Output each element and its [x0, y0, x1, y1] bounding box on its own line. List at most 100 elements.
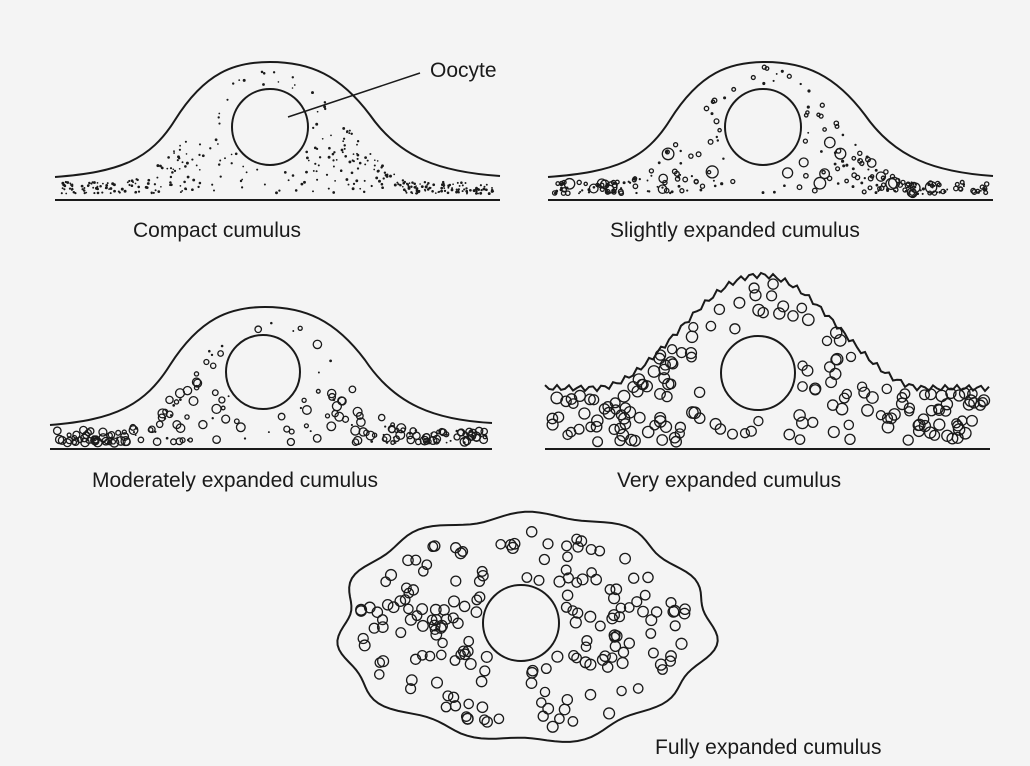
cumulus-cell [617, 686, 626, 695]
cumulus-cell [876, 184, 879, 187]
cumulus-cell [77, 438, 79, 440]
cumulus-cell [373, 169, 375, 171]
cumulus-cell [687, 407, 698, 418]
cumulus-cell [324, 101, 326, 103]
cumulus-cell [155, 189, 157, 191]
cumulus-cell [179, 149, 181, 151]
cumulus-cell [403, 555, 413, 565]
cumulus-cell [316, 148, 318, 150]
cumulus-cell [875, 191, 878, 194]
cumulus-cell [343, 138, 345, 140]
cumulus-cell [154, 183, 156, 185]
cumulus-cell [218, 351, 224, 357]
cumulus-cell [526, 678, 536, 688]
cumulus-cell [762, 191, 765, 194]
cumulus-cell [862, 190, 866, 194]
cumulus-cell [211, 363, 216, 368]
cumulus-cell [768, 279, 778, 289]
cumulus-cell [482, 717, 492, 727]
cumulus-cell [209, 147, 211, 149]
cumulus-cell [831, 355, 841, 365]
cumulus-cell [122, 430, 126, 434]
cumulus-cell [270, 322, 273, 325]
cumulus-cell [179, 145, 181, 147]
cumulus-cell [938, 191, 941, 194]
cumulus-cell [854, 144, 856, 146]
cumulus-cell [574, 424, 584, 434]
cumulus-cell [62, 187, 64, 189]
cumulus-cell [308, 160, 310, 162]
cumulus-cell [185, 415, 189, 419]
cumulus-cell [355, 179, 358, 182]
cumulus-cell [357, 167, 359, 169]
cumulus-cell [424, 189, 426, 191]
cumulus-cell [800, 83, 802, 85]
cumulus-cell [399, 184, 402, 187]
cumulus-cell [441, 183, 444, 186]
cumulus-cell [432, 677, 443, 688]
cumulus-cell [185, 141, 187, 143]
cumulus-cell [413, 183, 416, 186]
cumulus-cell [348, 184, 350, 186]
cumulus-cell [435, 192, 437, 194]
cumulus-cell [348, 160, 351, 163]
cumulus-cell [323, 105, 326, 108]
cumulus-cell [676, 638, 687, 649]
cumulus-cell [689, 323, 698, 332]
cumulus-cell [171, 171, 174, 174]
cumulus-cell [184, 165, 187, 168]
cumulus-cell [562, 590, 572, 600]
cumulus-cell [413, 432, 420, 439]
cumulus-cell [99, 428, 107, 436]
cumulus-cell [620, 553, 630, 563]
cumulus-cell [310, 430, 312, 432]
cumulus-cell [936, 390, 947, 401]
cumulus-cell [231, 154, 233, 156]
cumulus-cell [901, 180, 905, 184]
cumulus-cell [313, 435, 321, 443]
cumulus-cell [894, 190, 896, 192]
cumulus-cell [174, 170, 176, 172]
cumulus-cell [846, 352, 855, 361]
cumulus-cell [581, 189, 583, 191]
cumulus-cell [410, 185, 412, 187]
cumulus-cell [357, 158, 359, 160]
cumulus-cell [356, 144, 358, 146]
cumulus-cell [430, 433, 432, 435]
cumulus-cell [491, 187, 493, 189]
cumulus-cell [734, 297, 745, 308]
cumulus-cell [349, 386, 356, 393]
cumulus-cell [749, 283, 759, 293]
cumulus-cell [465, 182, 467, 184]
cumulus-cell [314, 163, 316, 165]
cumulus-cell [342, 151, 344, 153]
cumulus-cell [788, 311, 798, 321]
cumulus-cell [348, 132, 350, 134]
cumulus-cell [783, 184, 786, 187]
cumulus-cell [424, 181, 426, 183]
cumulus-cell [463, 188, 465, 190]
cumulus-cell [579, 408, 590, 419]
cumulus-cell [137, 179, 139, 181]
cumulus-cell [695, 387, 705, 397]
cumulus-cell [231, 162, 233, 164]
cumulus-cell [834, 163, 837, 166]
cumulus-cell [417, 604, 428, 615]
cumulus-cell [273, 71, 275, 73]
cumulus-cell [634, 412, 645, 423]
cumulus-cell [537, 698, 546, 707]
cumulus-cell [301, 183, 304, 186]
cumulus-cell [384, 426, 386, 428]
cumulus-cell [102, 441, 105, 444]
cumulus-cell [81, 188, 83, 190]
cumulus-cell [632, 177, 635, 180]
cumulus-cell [192, 179, 195, 182]
cumulus-cell [292, 76, 294, 78]
cumulus-cell [189, 397, 198, 406]
cumulus-cell [480, 184, 482, 186]
cumulus-cell [394, 184, 397, 187]
cumulus-cell [694, 180, 698, 184]
cumulus-cell [476, 676, 486, 686]
cumulus-cell [221, 406, 225, 410]
cumulus-cell [264, 183, 266, 185]
